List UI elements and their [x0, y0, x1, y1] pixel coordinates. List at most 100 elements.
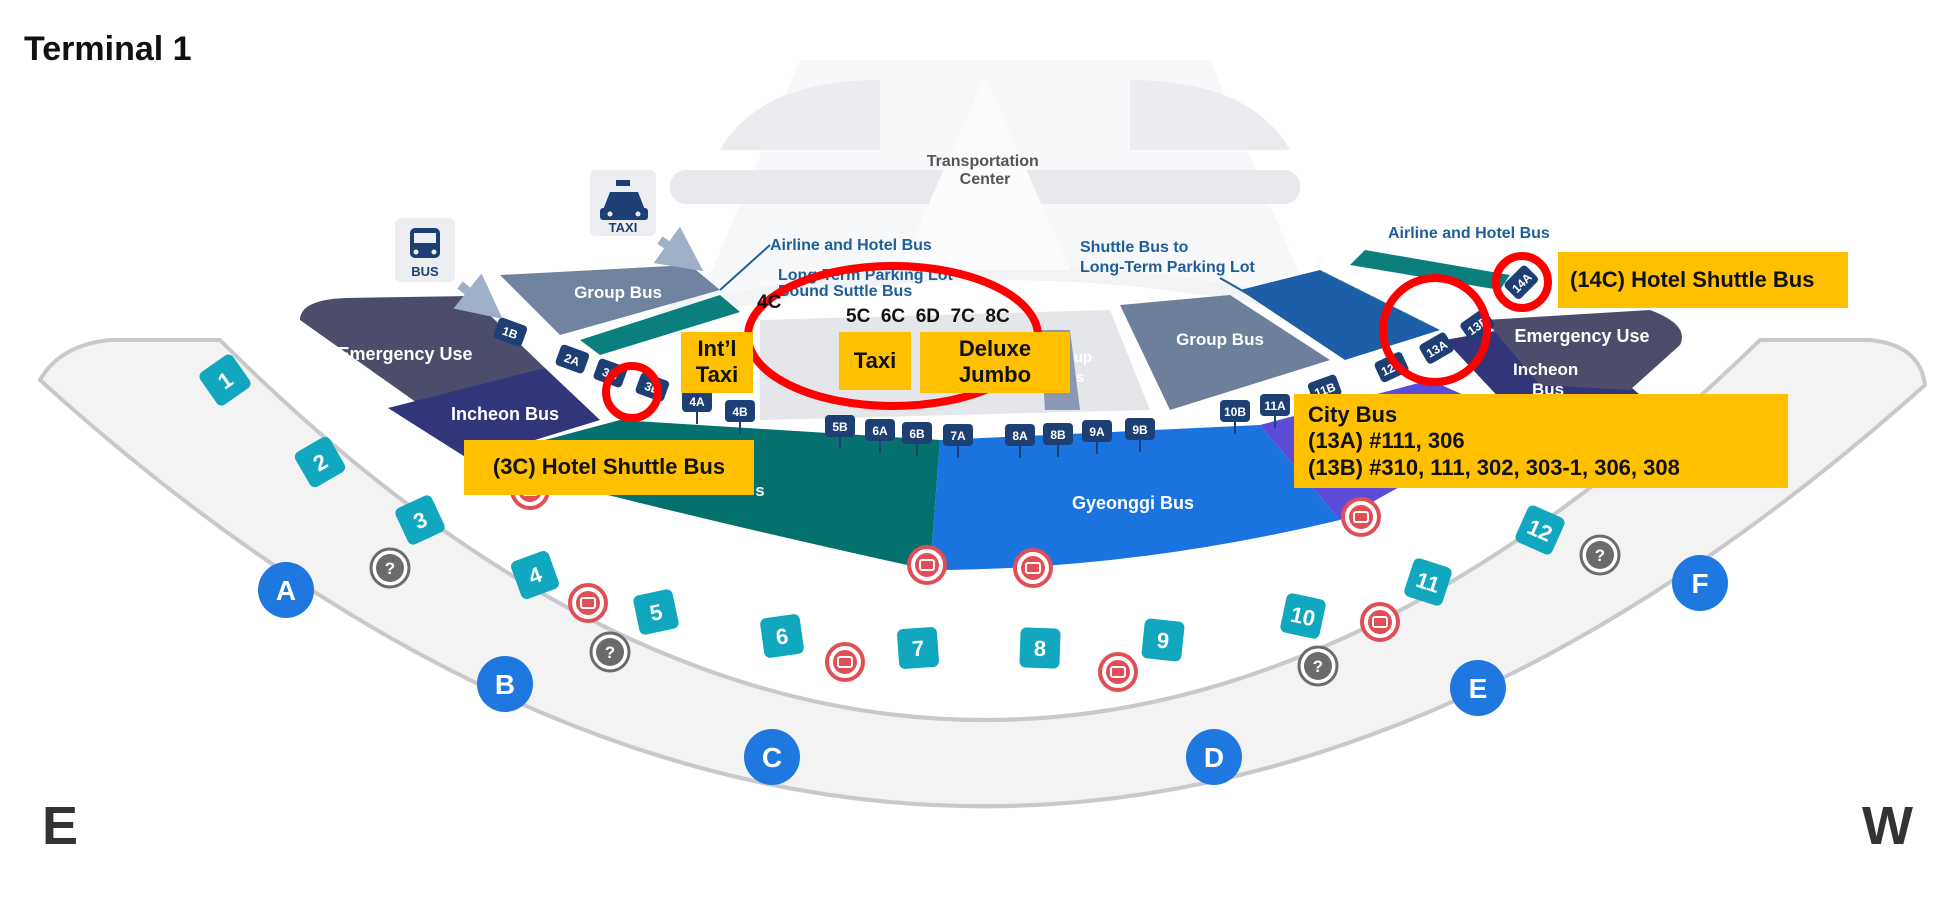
bus-stop-9a: 9A	[1082, 420, 1112, 454]
zone-label-group-partial: up s	[1074, 349, 1097, 386]
zone-emergency-right	[1485, 310, 1682, 390]
gate-label: 6	[774, 623, 790, 649]
zone-label-gyeonggi-bus: Gyeonggi Bus	[1072, 493, 1194, 513]
zone-teal-bar-left	[580, 295, 740, 355]
bus-stop-7a: 7A	[943, 424, 973, 458]
ticket-icon	[825, 642, 865, 682]
door-e: E	[1450, 660, 1506, 716]
bus-stop-label: 9B	[1132, 423, 1148, 437]
gate-label: 8	[1033, 636, 1046, 661]
gate-3: 3	[395, 495, 445, 545]
gate-2: 2	[294, 436, 346, 488]
ticket-counters	[510, 470, 1400, 692]
info-icon: ?	[1297, 645, 1339, 687]
gate-label: 10	[1288, 602, 1317, 632]
gate-label: 9	[1156, 627, 1171, 653]
gate-5: 5	[633, 589, 679, 635]
gate-8: 8	[1019, 627, 1061, 669]
bus-stop-label: 4A	[689, 395, 705, 409]
door-c: C	[744, 729, 800, 785]
gate-4: 4	[511, 551, 559, 599]
door-b: B	[477, 656, 533, 712]
bus-stop-8b: 8B	[1043, 423, 1073, 457]
zone-label-emergency-left: Emergency Use	[337, 344, 472, 364]
bus-stop-2a: 2A	[555, 344, 590, 374]
gate-label: 5	[648, 599, 665, 626]
zone-label-incheon-bus-left: Incheon Bus	[451, 404, 559, 424]
door-label: B	[495, 669, 515, 700]
bus-stop-label: 1B	[500, 324, 520, 343]
bus-stop-label: 2A	[562, 351, 582, 370]
bus-stop-1b: 1B	[493, 317, 528, 347]
zone-label-group-bus-left: Group Bus	[574, 283, 662, 302]
door-a: A	[258, 562, 314, 618]
gate-10: 10	[1280, 593, 1326, 639]
bus-stop-label: 11A	[1264, 399, 1286, 413]
highlight-14c	[1492, 252, 1552, 312]
bus-icon: BUS	[395, 218, 455, 282]
bus-stop-10b: 10B	[1220, 400, 1250, 434]
transportation-center-building	[640, 60, 1370, 330]
stop-codes-5c-8c: 5C 6C 6D 7C 8C	[846, 306, 1010, 327]
zone-group-bus-left	[500, 265, 720, 335]
info-icon: ?	[589, 631, 631, 673]
airline-hotel-left-label: Airline and Hotel Bus	[770, 237, 932, 254]
zone-group-bus-right	[1120, 295, 1330, 410]
info-icon-label: ?	[605, 643, 615, 662]
transportation-center-label: Transportation Center	[927, 153, 1043, 188]
callout-hotel-shuttle-3c: (3C) Hotel Shuttle Bus	[464, 440, 754, 495]
page-title: Terminal 1	[24, 30, 192, 68]
zone-blue-strip-right	[1240, 270, 1440, 360]
info-icon-label: ?	[1595, 546, 1605, 565]
bus-stop-label: 5B	[832, 420, 848, 434]
zone-label-emergency-right: Emergency Use	[1514, 326, 1649, 346]
info-icon-label: ?	[1313, 657, 1323, 676]
gate-9: 9	[1141, 618, 1185, 662]
callout-intl-taxi: Int’l Taxi	[681, 332, 753, 393]
zone-incheon-bus-left	[388, 368, 600, 460]
shuttle-long-term-leader	[1219, 277, 1256, 299]
shuttle-long-term-label: Shuttle Bus to Long-Term Parking Lot	[1080, 239, 1255, 276]
stop-code-4c: 4C	[757, 292, 782, 313]
highlight-3c	[602, 362, 662, 422]
door-label: E	[1469, 673, 1488, 704]
bus-stop-9b: 9B	[1125, 418, 1155, 452]
bus-stop-4b: 4B	[725, 400, 755, 434]
airline-hotel-right-label: Airline and Hotel Bus	[1388, 225, 1550, 242]
bus-stop-14a: 14A	[1504, 265, 1539, 300]
callout-city-bus: City Bus (13A) #111, 306 (13B) #310, 111…	[1294, 394, 1788, 488]
bus-stop-11a: 11A	[1260, 394, 1290, 428]
info-icon: ?	[1579, 534, 1621, 576]
bus-stop-13a: 13A	[1419, 332, 1454, 364]
bus-icon-label: BUS	[411, 264, 439, 279]
zone-teal-bar-right	[1350, 250, 1510, 290]
callout-taxi: Taxi	[839, 332, 911, 390]
bus-stop-6b: 6B	[902, 422, 932, 456]
bus-stop-4a: 4A	[682, 390, 712, 424]
bus-stop-8a: 8A	[1005, 424, 1035, 458]
info-markers: ????	[369, 534, 1621, 687]
airline-hotel-left-leader	[719, 244, 771, 291]
ticket-icon	[1360, 602, 1400, 642]
bus-stop-label: 9A	[1089, 425, 1105, 439]
door-d: D	[1186, 729, 1242, 785]
bus-arrow-icon	[453, 273, 503, 320]
info-icon: ?	[369, 547, 411, 589]
compass-east: E	[42, 796, 79, 856]
gate-1: 1	[199, 354, 251, 406]
gate-12: 12	[1515, 505, 1565, 555]
bus-stop-label: 6B	[909, 427, 925, 441]
callout-hotel-shuttle-14c: (14C) Hotel Shuttle Bus	[1558, 252, 1848, 308]
bus-stop-label: 7A	[950, 429, 966, 443]
ticket-icon	[1098, 652, 1138, 692]
compass-west: W	[1862, 796, 1913, 856]
door-label: D	[1204, 742, 1224, 773]
taxi-arrow-icon	[653, 226, 704, 272]
zone-label-green-partial: s	[755, 481, 764, 500]
zone-gyeonggi-bus	[930, 425, 1340, 570]
highlight-13	[1379, 274, 1491, 386]
